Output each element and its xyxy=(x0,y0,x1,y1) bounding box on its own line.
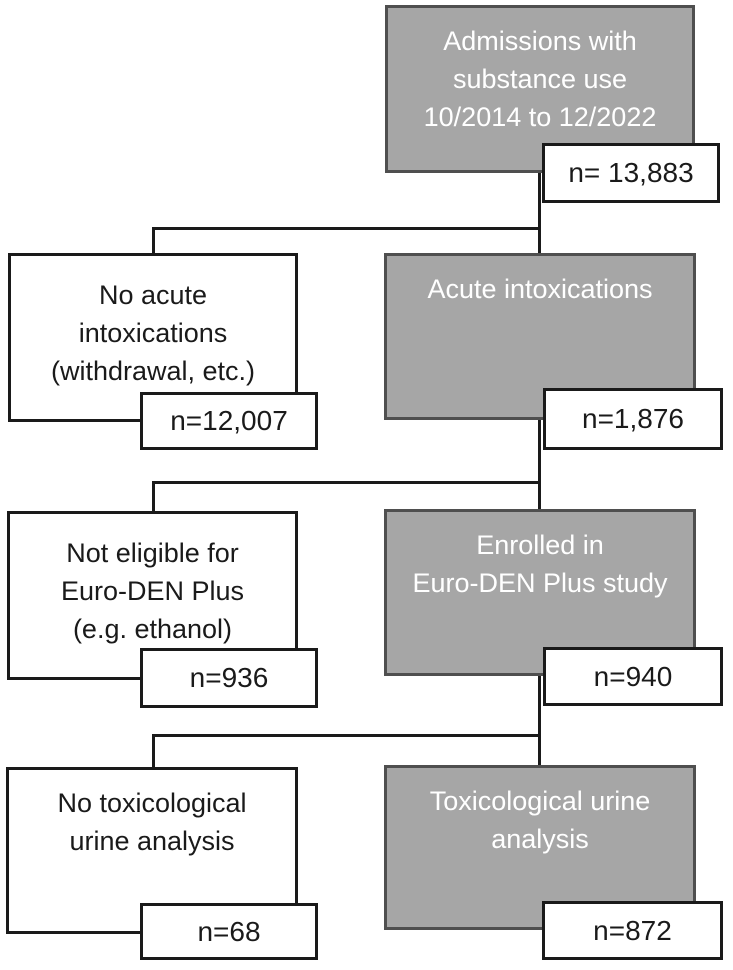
count-badge-urine-analysis-value: n=872 xyxy=(593,914,672,946)
connector-trunk-2 xyxy=(538,420,541,510)
flow-box-no-acute-intoxications-label: No acute intoxications (withdrawal, etc.… xyxy=(50,280,256,386)
flow-box-no-urine-analysis-label: No toxicological urine analysis xyxy=(57,788,247,856)
connector-trunk-3 xyxy=(538,676,541,766)
count-badge-no-urine-analysis-value: n=68 xyxy=(197,915,261,947)
connector-stub-2 xyxy=(152,481,155,512)
count-badge-not-eligible: n=936 xyxy=(140,648,318,708)
connector-trunk-1 xyxy=(538,173,541,254)
count-badge-urine-analysis: n=872 xyxy=(542,901,723,960)
count-badge-enrolled-value: n=940 xyxy=(593,660,673,692)
count-badge-acute-intoxications: n=1,876 xyxy=(543,388,723,450)
flow-box-acute-intoxications: Acute intoxications xyxy=(384,253,696,420)
count-badge-admissions-value: n= 13,883 xyxy=(568,157,694,188)
connector-branch-1 xyxy=(152,227,541,230)
flow-box-admissions: Admissions with substance use 10/2014 to… xyxy=(385,5,695,173)
connector-branch-3 xyxy=(152,734,541,737)
flow-box-urine-analysis-label: Toxicological urine analysis xyxy=(429,786,651,854)
connector-stub-3 xyxy=(152,734,155,768)
count-badge-acute-intoxications-value: n=1,876 xyxy=(582,403,684,434)
connector-stub-1 xyxy=(152,227,155,255)
flow-box-not-eligible-label: Not eligible for Euro-DEN Plus (e.g. eth… xyxy=(60,538,245,644)
count-badge-admissions: n= 13,883 xyxy=(542,143,720,203)
count-badge-no-acute-intoxications: n=12,007 xyxy=(140,392,318,450)
count-badge-enrolled: n=940 xyxy=(543,647,723,706)
flow-box-acute-intoxications-label: Acute intoxications xyxy=(427,274,653,304)
count-badge-no-urine-analysis: n=68 xyxy=(140,903,318,960)
flow-box-enrolled-label: Enrolled in Euro-DEN Plus study xyxy=(412,530,668,598)
count-badge-no-acute-intoxications-value: n=12,007 xyxy=(170,405,288,436)
count-badge-not-eligible-value: n=936 xyxy=(189,662,269,693)
flow-box-admissions-label: Admissions with substance use 10/2014 to… xyxy=(423,26,657,132)
connector-branch-2 xyxy=(152,481,541,484)
